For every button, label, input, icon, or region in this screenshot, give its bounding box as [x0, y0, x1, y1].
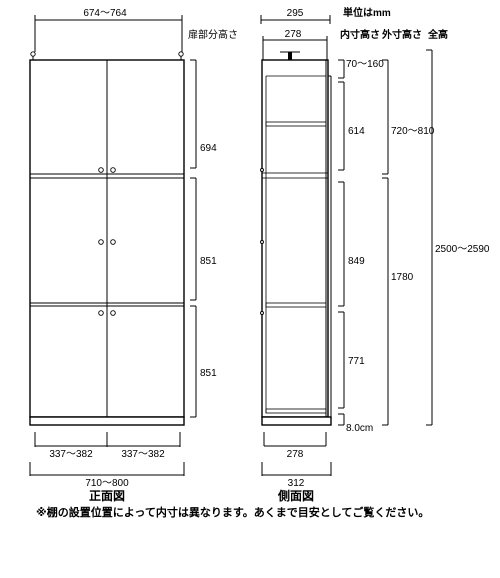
inner-height-2: 614: [348, 126, 365, 137]
side-view: 単位はmm 内寸高さ 外寸高さ 全高 295 278: [260, 6, 490, 503]
front-width-top-label: 674〜764: [83, 8, 127, 19]
side-cabinet-body: [261, 59, 329, 418]
front-width-total-label: 710〜800: [85, 478, 129, 489]
shelf: [265, 302, 327, 308]
side-depth-inner-top-label: 278: [285, 29, 302, 40]
inner-height-3: 849: [348, 256, 365, 267]
front-view: 674〜764 扉部分高さ: [29, 8, 238, 503]
side-depth-outer-label: 295: [287, 8, 304, 19]
door-knob-icon: [110, 239, 116, 245]
side-view-title: 側面図: [277, 488, 314, 503]
front-door-height-1: 694: [200, 143, 217, 154]
side-depth-inner-bottom-label: 278: [287, 449, 304, 460]
outer-height-1: 720〜810: [391, 126, 435, 137]
front-door-width-right: 337〜382: [121, 449, 165, 460]
total-height: 2500〜2590: [435, 244, 490, 255]
front-door-width-left: 337〜382: [49, 449, 93, 460]
shelf: [265, 121, 327, 127]
inner-height-1: 70〜160: [346, 59, 384, 70]
front-door-height-2: 851: [200, 256, 217, 267]
column-inner-height-header: 内寸高さ: [340, 28, 380, 41]
footnote: ※棚の設置位置によって内寸は異なります。あくまで目安としてご覧ください。: [36, 505, 429, 519]
door-knob-icon: [110, 167, 116, 173]
door-knob-icon: [110, 310, 116, 316]
door-knob-icon: [98, 167, 104, 173]
unit-label: 単位はmm: [343, 6, 391, 19]
front-door-height-3: 851: [200, 368, 217, 379]
column-total-height-header: 全高: [427, 28, 448, 41]
outer-height-2: 1780: [391, 272, 414, 283]
column-outer-height-header: 外寸高さ: [381, 28, 422, 41]
front-door-section-label: 扉部分高さ: [188, 28, 238, 41]
anchor-left-icon: [30, 51, 36, 57]
door-knob-icon: [98, 310, 104, 316]
front-view-title: 正面図: [89, 489, 125, 503]
anchor-right-icon: [178, 51, 184, 57]
door-knob-icon: [98, 239, 104, 245]
inner-height-4: 771: [348, 356, 365, 367]
side-depth-base-label: 312: [288, 478, 305, 489]
inner-height-5: 8.0cm: [346, 423, 373, 434]
front-base: [29, 416, 185, 426]
divider-panel: [261, 172, 329, 179]
side-base: [261, 416, 332, 426]
shelf-bottom: [265, 408, 327, 414]
